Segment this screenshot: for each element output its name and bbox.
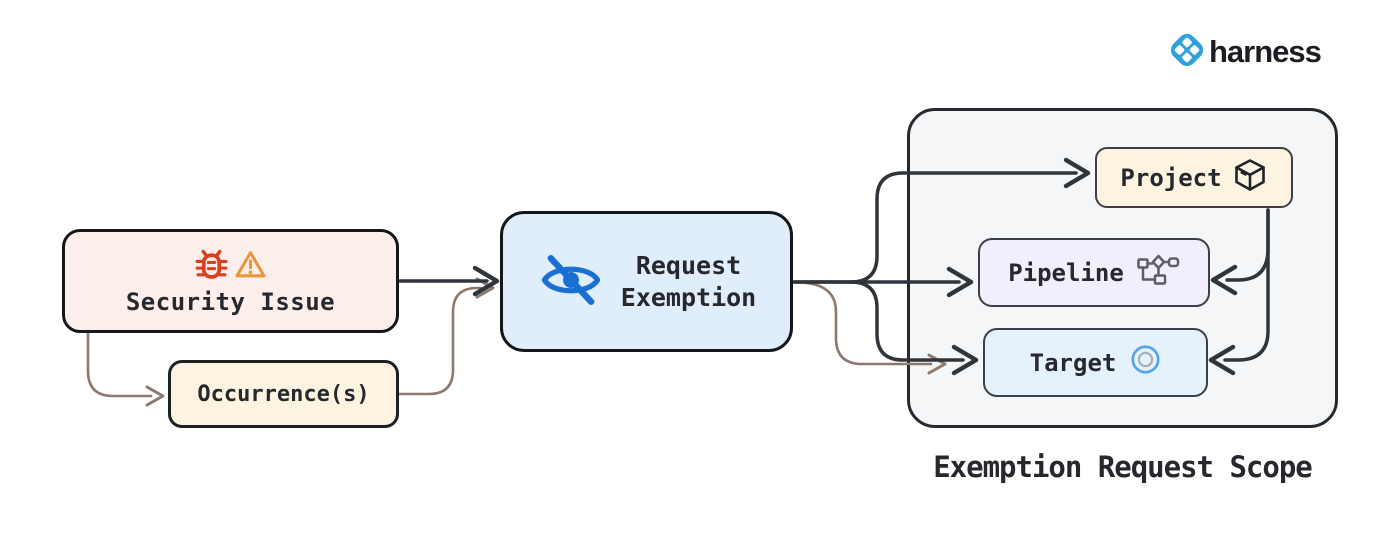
security-issue-label: Security Issue <box>125 288 336 316</box>
occurrences-label: Occurrence(s) <box>197 381 370 407</box>
harness-logo: harness <box>1167 30 1322 74</box>
edge-project-to-target <box>1223 208 1270 362</box>
node-project: Project <box>1095 147 1293 208</box>
security-icons <box>195 248 267 285</box>
arrowhead-pipeline-right <box>1210 264 1238 296</box>
harness-logo-icon <box>1167 30 1207 74</box>
request-exemption-label: Request Exemption <box>621 250 756 313</box>
target-label: Target <box>1029 348 1117 377</box>
harness-wordmark: harness <box>1209 34 1322 69</box>
eye-off-icon <box>537 250 605 314</box>
arrowhead-project <box>1063 157 1091 189</box>
package-icon <box>1232 157 1268 199</box>
edge-security-to-occurrences <box>86 332 153 398</box>
request-exemption-line2: Exemption <box>620 282 757 312</box>
node-occurrences: Occurrence(s) <box>168 360 399 428</box>
arrowhead-exemption <box>472 265 500 297</box>
edge-occurrences-to-exemption <box>397 286 483 396</box>
arrowhead-target-brown <box>927 353 947 375</box>
node-security-issue: Security Issue <box>62 229 399 333</box>
exemption-scope-caption: Exemption Request Scope <box>933 450 1313 484</box>
bug-icon <box>195 248 228 285</box>
target-circle-icon <box>1130 344 1161 381</box>
edge-exemption-to-target <box>849 280 965 362</box>
request-exemption-line1: Request <box>635 251 742 281</box>
pipeline-label: Pipeline <box>1008 258 1124 287</box>
arrowhead-pipeline <box>946 266 974 298</box>
warning-icon <box>234 248 267 285</box>
node-pipeline: Pipeline <box>978 238 1210 307</box>
node-request-exemption: Request Exemption <box>500 211 793 352</box>
node-target: Target <box>983 328 1208 397</box>
arrowhead-occurrences <box>145 385 165 407</box>
project-label: Project <box>1120 163 1222 192</box>
edge-exemption-to-target-brown <box>804 281 933 366</box>
arrowhead-target-right <box>1208 344 1236 376</box>
arrowhead-target <box>951 344 979 376</box>
pipeline-graph-icon <box>1136 253 1180 292</box>
